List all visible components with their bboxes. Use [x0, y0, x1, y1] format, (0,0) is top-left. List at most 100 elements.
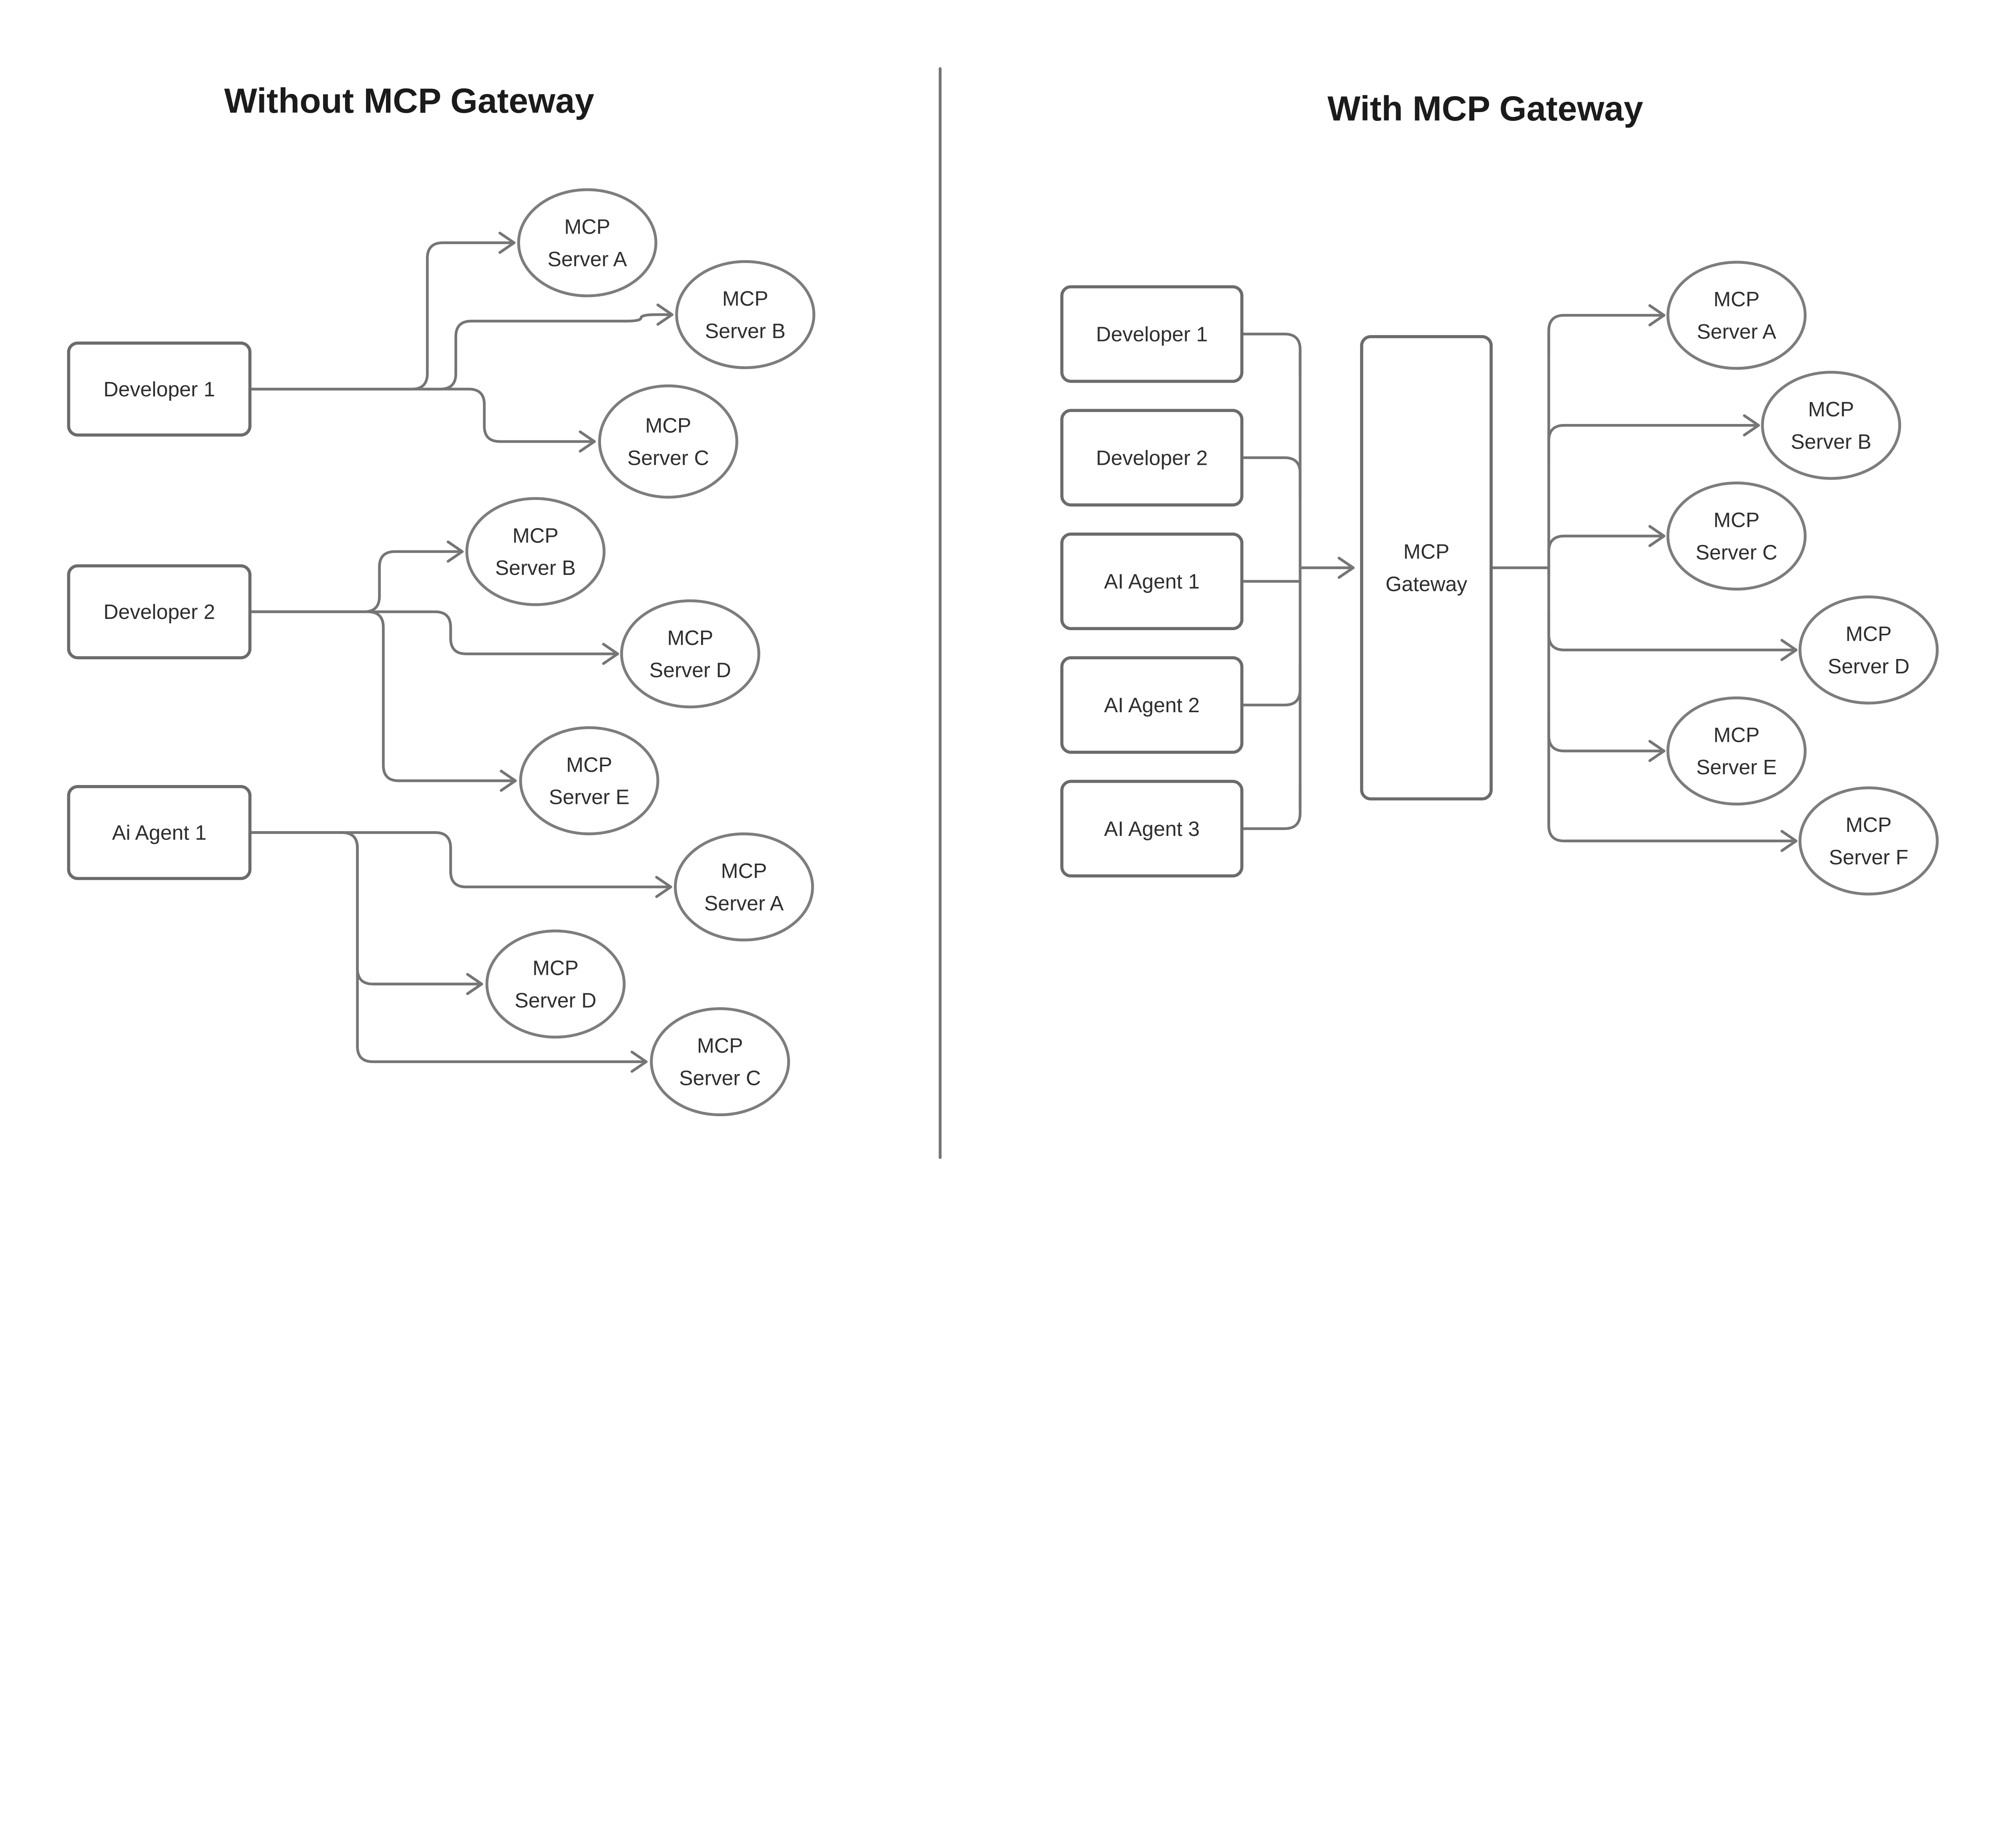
server-ellipse: [620, 599, 760, 709]
server-ellipse: [485, 929, 626, 1039]
node-label: Server A: [1697, 320, 1777, 343]
arrowhead-icon-r-gw--r-d: [1780, 639, 1798, 661]
arrowhead-icon-l-agent1--l-d3: [466, 973, 483, 995]
node-label: MCP: [697, 1034, 743, 1057]
source-box: [67, 785, 252, 880]
node-label: Server A: [547, 247, 627, 271]
node-l-dev2: Developer 2: [67, 564, 252, 659]
node-label: Developer 2: [103, 600, 215, 623]
arrowhead-icon-r-gw--r-c: [1648, 525, 1666, 547]
source-box: [1060, 285, 1244, 383]
node-r-gw: MCP Gateway: [1360, 335, 1493, 801]
node-label: MCP: [513, 524, 559, 547]
node-label: Developer 1: [103, 378, 215, 401]
node-l-a1: MCP Server A: [517, 188, 657, 297]
source-box: [1060, 779, 1244, 878]
node-r-dev2: Developer 2: [1060, 409, 1244, 507]
edge-l-dev1--l-c1: [248, 388, 596, 443]
node-label: MCP: [645, 414, 691, 437]
edge-r-dev2--trunk-in: [1240, 456, 1302, 501]
right-panel-title: With MCP Gateway: [1327, 89, 1643, 128]
node-label: Server D: [1828, 655, 1910, 678]
node-r-agent3: AI Agent 3: [1060, 779, 1244, 878]
edge-r-agent2--trunk-in: [1240, 662, 1302, 707]
node-r-agent1: AI Agent 1: [1060, 532, 1244, 631]
arrowhead-icon-l-agent1--l-c3: [630, 1051, 648, 1073]
source-box: [1060, 532, 1244, 631]
node-label: Server F: [1829, 846, 1908, 869]
node-label: Server C: [627, 446, 709, 469]
node-l-agent1: Ai Agent 1: [67, 785, 252, 880]
node-label: Server C: [1696, 540, 1777, 564]
node-label: AI Agent 2: [1104, 693, 1200, 717]
node-r-dev1: Developer 1: [1060, 285, 1244, 383]
node-label: MCP: [721, 859, 767, 882]
server-ellipse: [1666, 261, 1807, 370]
node-r-f: MCP Server F: [1798, 786, 1939, 896]
arrowhead-icon-r-gw--r-f: [1780, 830, 1798, 852]
server-ellipse: [675, 260, 816, 370]
node-l-a3: MCP Server A: [674, 832, 814, 942]
server-ellipse: [1798, 786, 1939, 896]
server-ellipse: [465, 497, 606, 606]
source-box: [67, 564, 252, 659]
edge-r-agent3--trunk-in: [1240, 785, 1302, 830]
node-label: MCP: [1403, 540, 1449, 563]
node-label: MCP: [533, 956, 579, 980]
source-box: [1060, 656, 1244, 754]
node-r-agent2: AI Agent 2: [1060, 656, 1244, 754]
edge-l-agent1--l-c3: [248, 831, 648, 1063]
node-label: MCP: [564, 215, 610, 238]
server-ellipse: [650, 1007, 790, 1117]
node-r-a: MCP Server A: [1666, 261, 1807, 370]
edge-r-gw--r-e: [1547, 711, 1666, 753]
edge-r-gw--r-b: [1547, 424, 1760, 466]
diagram-page: Without MCP Gateway With MCP Gateway Dev…: [67, 67, 1939, 1159]
gateway-box: [1360, 335, 1493, 801]
node-l-d3: MCP Server D: [485, 929, 626, 1039]
arrowhead-icon-r-gw--r-a: [1648, 304, 1666, 327]
left-panel-title: Without MCP Gateway: [224, 81, 595, 120]
edge-l-agent1--l-d3: [248, 831, 483, 986]
server-ellipse: [517, 188, 657, 297]
server-ellipse: [1666, 481, 1807, 591]
edge-r-dev1--trunk-in: [1240, 333, 1302, 377]
server-ellipse: [1666, 696, 1807, 805]
server-ellipse: [1798, 595, 1939, 705]
node-label: Gateway: [1385, 572, 1467, 596]
server-ellipse: [519, 726, 659, 836]
node-label: Server A: [704, 892, 784, 915]
arrowhead-icon-l-dev1--l-c1: [579, 430, 596, 453]
node-l-b1: MCP Server B: [675, 260, 816, 370]
node-label: Server D: [515, 988, 596, 1012]
server-ellipse: [1761, 371, 1901, 480]
arrowhead-icon-l-dev2--l-e2: [500, 769, 517, 792]
node-label: MCP: [722, 287, 768, 310]
server-ellipse: [598, 384, 738, 499]
arrowhead-icon-r-gw--r-b: [1743, 414, 1760, 437]
node-label: Server E: [549, 785, 629, 809]
source-box: [67, 341, 252, 437]
edge-l-dev2--l-d2: [248, 610, 619, 655]
node-label: MCP: [1714, 287, 1760, 311]
edge-r-gw--r-c: [1547, 534, 1666, 576]
node-label: Server B: [705, 319, 786, 342]
edge-r-gw--r-f: [1547, 801, 1798, 842]
arrowhead-icon-l-dev2--l-d2: [602, 643, 619, 665]
arrowhead-icon-r-gw--r-e: [1648, 740, 1666, 762]
node-label: Ai Agent 1: [112, 821, 207, 844]
node-label: Server B: [495, 556, 576, 579]
arrowhead-icon-l-dev1--l-b1: [656, 303, 673, 326]
node-label: Developer 2: [1096, 446, 1208, 469]
node-label: MCP: [1845, 813, 1891, 836]
arrowhead-icon-l-dev2--l-b2: [446, 540, 464, 563]
source-box: [1060, 409, 1244, 507]
